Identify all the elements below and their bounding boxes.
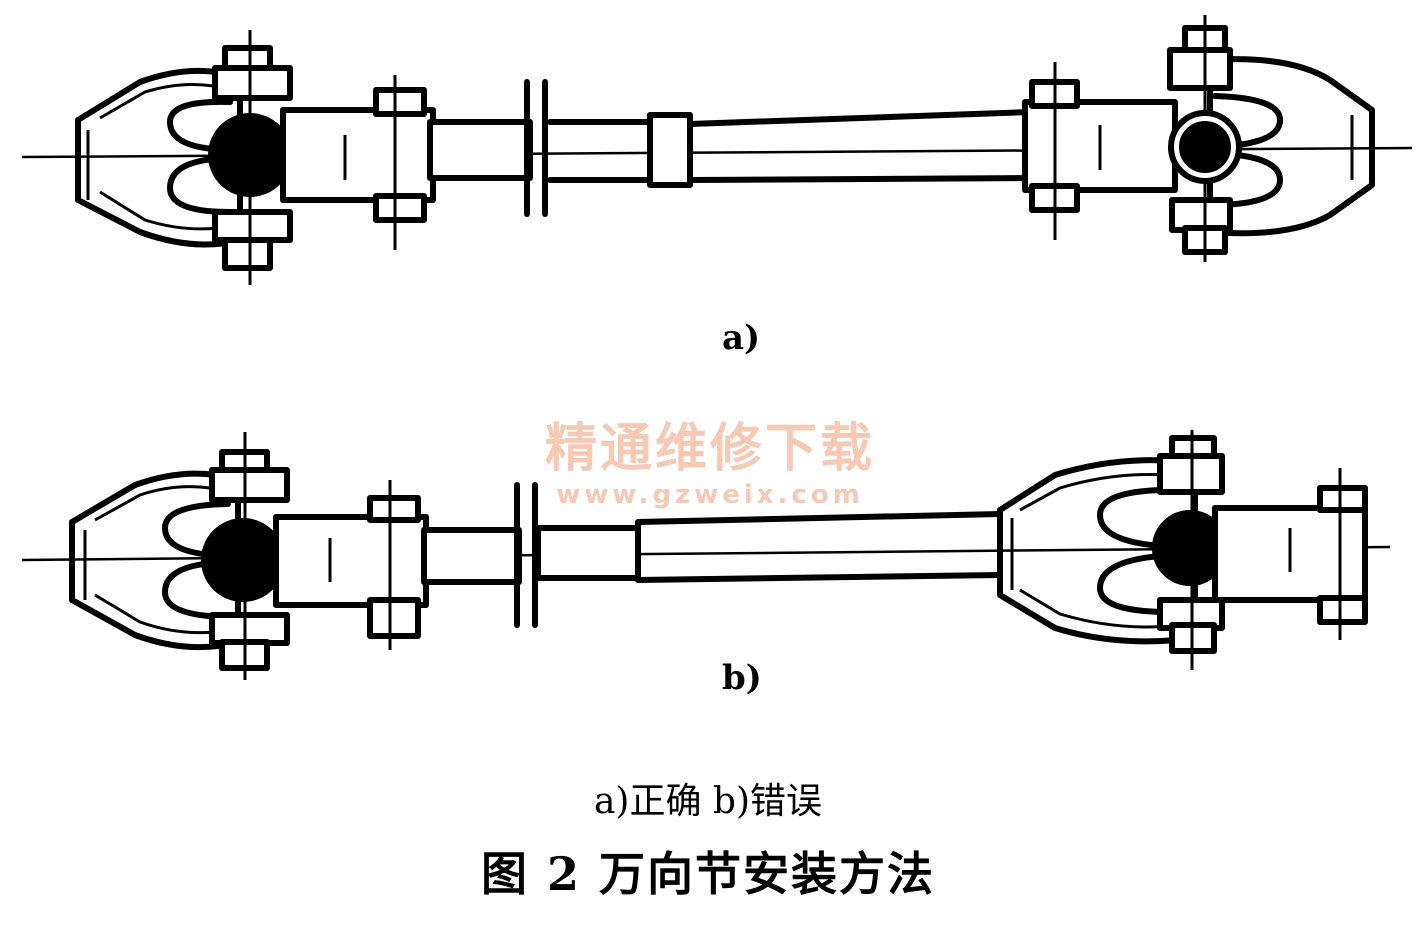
right-sleeve-a [1022, 62, 1178, 240]
left-sleeve-a [280, 75, 436, 250]
figure-caption: 图 2 万向节安装方法 [480, 847, 936, 901]
drive-shaft-b [421, 482, 1003, 628]
right-yoke-a [1167, 15, 1375, 262]
left-sleeve-b [273, 480, 429, 650]
figure-subcaption: a)正确 b)错误 [593, 781, 823, 822]
left-yoke-b [69, 432, 290, 680]
diagram-a-label: a) [722, 318, 761, 358]
watermark-url: www.gzweix.com [556, 480, 864, 510]
watermark: 精通维修下载 www.gzweix.com [525, 418, 895, 510]
right-sleeve-b [1212, 468, 1368, 640]
diagram-b-label: b) [722, 658, 762, 698]
drive-shaft-a [427, 79, 1033, 217]
left-yoke-a [75, 30, 293, 285]
diagram-b-wrong [21, 430, 1391, 680]
diagram-a-correct [21, 15, 1413, 285]
right-yoke-b [997, 430, 1228, 670]
watermark-text: 精通维修下载 [544, 419, 875, 479]
